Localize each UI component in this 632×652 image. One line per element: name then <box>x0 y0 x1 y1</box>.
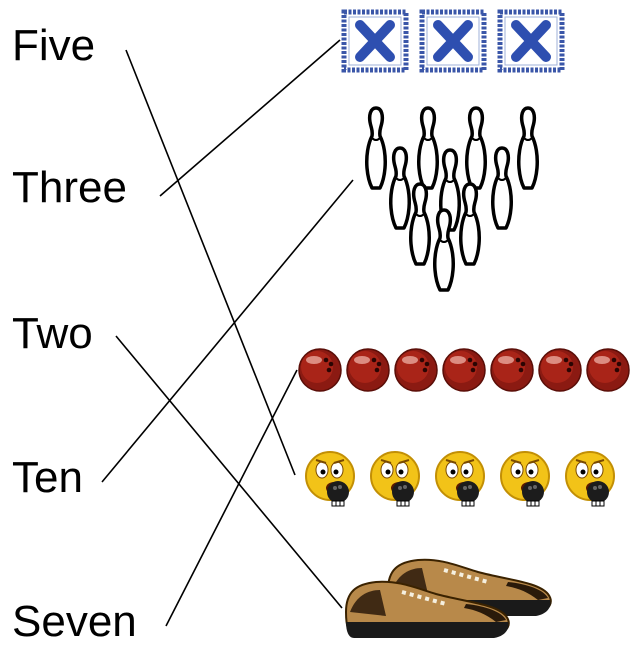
bowling-ball-icon <box>298 348 342 392</box>
bowling-balls-group <box>298 348 630 392</box>
bowling-pins-group <box>364 106 540 292</box>
emoji-bowling-face-icon <box>435 451 485 507</box>
line-five-to-emoji-faces <box>125 49 296 476</box>
bowling-ball-icon <box>394 348 438 392</box>
word-three: Three <box>12 163 127 212</box>
bowling-pin-icon <box>408 182 432 266</box>
emoji-bowling-face-icon <box>565 451 615 507</box>
emoji-bowling-face-icon <box>370 451 420 507</box>
bowling-pin-icon <box>388 146 412 230</box>
line-two-to-bowling-shoes <box>115 335 343 609</box>
match-lines <box>101 39 354 627</box>
word-five: Five <box>12 21 96 70</box>
bowling-pin-icon <box>464 106 488 190</box>
bowling-ball-icon <box>586 348 630 392</box>
bowling-ball-icon <box>490 348 534 392</box>
x-boxes-group <box>344 12 562 70</box>
bowling-ball-icon <box>346 348 390 392</box>
emoji-bowling-face-icon <box>305 451 355 507</box>
bowling-pin-icon <box>364 106 388 190</box>
x-box-icon <box>344 12 406 70</box>
bowling-ball-icon <box>538 348 582 392</box>
emoji-faces-group <box>305 451 615 507</box>
bowling-pin-icon <box>516 106 540 190</box>
line-ten-to-bowling-pins <box>101 179 354 483</box>
word-seven: Seven <box>12 597 137 646</box>
line-three-to-x-boxes <box>159 39 341 197</box>
bowling-shoes-group <box>344 557 553 640</box>
bowling-pin-icon <box>432 208 456 292</box>
line-seven-to-bowling-balls <box>165 369 298 627</box>
bowling-pin-icon <box>490 146 514 230</box>
x-box-icon <box>500 12 562 70</box>
bowling-ball-icon <box>442 348 486 392</box>
word-ten: Ten <box>12 453 83 502</box>
x-box-icon <box>422 12 484 70</box>
bowling-pin-icon <box>458 182 482 266</box>
bowling-pin-icon <box>416 106 440 190</box>
word-two: Two <box>12 309 93 358</box>
emoji-bowling-face-icon <box>500 451 550 507</box>
